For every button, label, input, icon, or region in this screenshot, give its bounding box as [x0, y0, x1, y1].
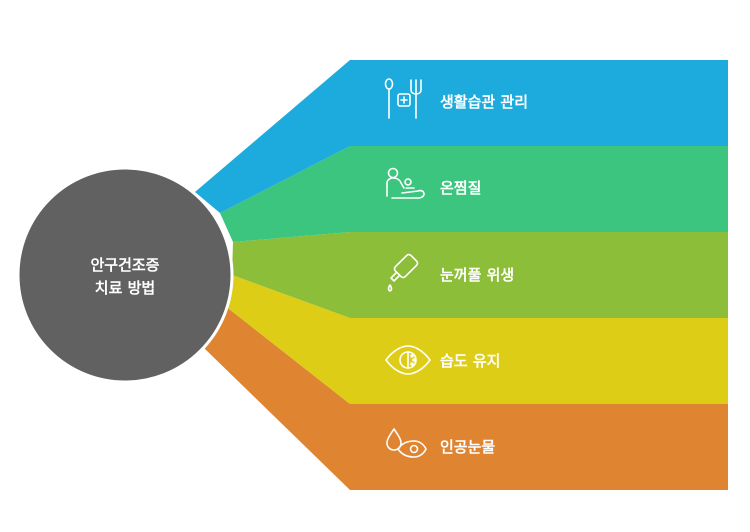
band-5-shape [204, 305, 728, 490]
warm-compress-icon [386, 167, 425, 199]
band-2-shape [220, 146, 728, 242]
band-3: 눈꺼풀 위생 [232, 232, 728, 318]
center-title-line1: 안구건조증 [90, 256, 159, 274]
eyedrop-bottle-icon [387, 253, 419, 292]
center-circle [16, 166, 234, 384]
band-1: 생활습관 관리 [195, 60, 728, 213]
item-label-5: 인공눈물 [440, 438, 495, 456]
band-5: 인공눈물 [204, 305, 728, 490]
item-label-3: 눈꺼풀 위생 [440, 266, 514, 284]
center-title-line2: 치료 방법 [95, 279, 155, 297]
item-label-1: 생활습관 관리 [440, 93, 528, 111]
band-4-shape [224, 275, 728, 404]
eye-humidity-icon [385, 345, 431, 375]
band-4: 습도 유지 [224, 275, 728, 404]
item-label-2: 온찜질 [440, 179, 481, 197]
band-3-shape [232, 232, 728, 318]
artificial-tears-icon [386, 428, 427, 458]
band-1-shape [195, 60, 728, 213]
lifestyle-icon [384, 78, 422, 119]
item-label-4: 습도 유지 [440, 352, 500, 370]
band-2: 온찜질 [220, 146, 728, 242]
